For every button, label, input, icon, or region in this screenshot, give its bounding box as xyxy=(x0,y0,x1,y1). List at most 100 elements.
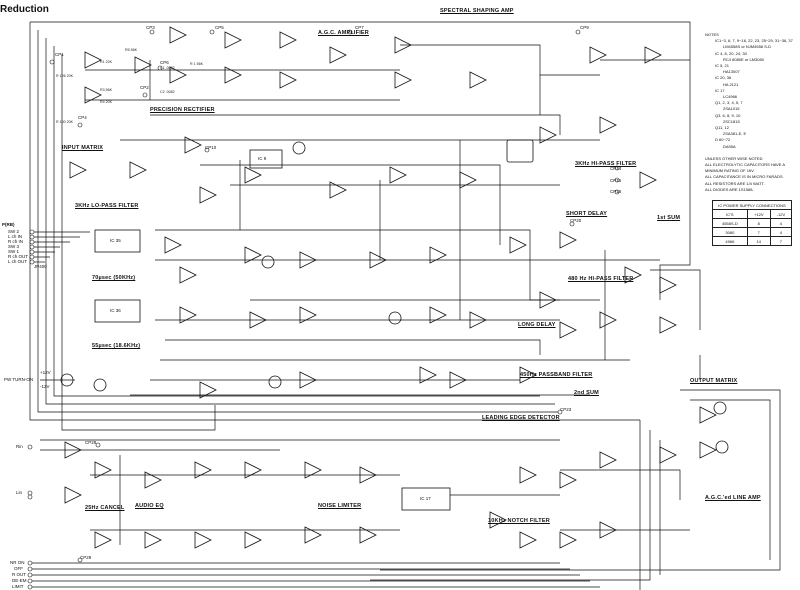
note-line: IC 20, 36 xyxy=(715,75,732,81)
op-amp-symbol xyxy=(64,441,82,459)
op-amp-symbol xyxy=(519,366,537,384)
pin-minus12v: -12V xyxy=(40,384,50,389)
pin-plus12v: +12V xyxy=(40,370,51,375)
op-amp-symbol xyxy=(299,371,317,389)
power-table-cell: 14 xyxy=(746,236,771,246)
note-line: 2SA1015 xyxy=(723,106,740,112)
label-lo-pass-3khz: 3KHz LO-PASS FILTER xyxy=(75,203,139,209)
op-amp-symbol xyxy=(84,51,102,69)
op-amp-symbol xyxy=(329,46,347,64)
pin-sw2: SW 2 xyxy=(8,229,20,234)
op-amp-symbol xyxy=(184,136,202,154)
transistor-symbol xyxy=(715,440,729,454)
unless-line: ALL ELECTROLYTIC CAPACITORS HAVE A MINIM… xyxy=(705,162,785,174)
tp-cp10: CP10 xyxy=(205,145,217,150)
terminal-symbol xyxy=(27,572,33,578)
note-line: IC 17 xyxy=(715,87,725,93)
op-amp-symbol xyxy=(644,46,662,64)
pin-lch-out: L ch OUT xyxy=(8,259,28,264)
component-c2: C2 .0082 xyxy=(160,90,175,94)
terminal-symbol xyxy=(614,189,620,195)
power-table-cell: 8 xyxy=(746,218,771,228)
terminal-symbol xyxy=(29,249,35,255)
op-amp-symbol xyxy=(134,56,152,74)
ic17-box xyxy=(401,487,451,511)
terminal-symbol xyxy=(27,584,33,590)
op-amp-symbol xyxy=(369,251,387,269)
pin-lin: Lin xyxy=(16,490,23,495)
op-amp-symbol xyxy=(539,126,557,144)
op-amp-symbol xyxy=(359,466,377,484)
ic35-box xyxy=(94,229,141,253)
tp-cp7: CP7 xyxy=(355,25,364,30)
op-amp-symbol xyxy=(244,461,262,479)
note-line: Q11, 12 xyxy=(715,125,729,131)
op-amp-symbol xyxy=(244,531,262,549)
ic17-label: IC 17 xyxy=(420,496,431,501)
tp-cp14: CP14 xyxy=(610,166,622,171)
op-amp-symbol xyxy=(599,311,617,329)
op-amp-symbol xyxy=(199,186,217,204)
terminal-symbol xyxy=(49,59,55,65)
op-amp-symbol xyxy=(449,371,467,389)
page-title: Reduction xyxy=(0,4,49,15)
note-line: D 60~72 xyxy=(715,137,731,143)
terminal-symbol xyxy=(29,234,35,240)
terminal-symbol xyxy=(27,566,33,572)
pin-limit: LIMIT xyxy=(12,584,24,589)
op-amp-symbol xyxy=(599,451,617,469)
op-amp-symbol xyxy=(94,461,112,479)
pin-rch-out: R ch OUT xyxy=(8,254,29,259)
tp-cp15: CP15 xyxy=(610,178,622,183)
op-amp-symbol xyxy=(304,461,322,479)
power-table-cell: 4 xyxy=(769,218,793,228)
terminal-symbol xyxy=(27,578,33,584)
op-amp-symbol xyxy=(394,71,412,89)
label-spectral-shaping-amp: SPECTRAL SHAPING AMP xyxy=(440,8,514,14)
terminal-symbol xyxy=(209,29,215,35)
terminal-symbol xyxy=(557,409,563,415)
ic36-label: IC 36 xyxy=(110,308,121,313)
op-amp-symbol xyxy=(539,291,557,309)
terminal-symbol xyxy=(614,165,620,171)
op-amp-symbol xyxy=(199,381,217,399)
label-long-delay: LONG DELAY xyxy=(518,322,556,328)
label-short-delay: SHORT DELAY xyxy=(566,211,608,217)
op-amp-symbol xyxy=(469,71,487,89)
op-amp-symbol xyxy=(169,66,187,84)
op-amp-symbol xyxy=(429,306,447,324)
label-audio-eq: AUDIO EQ xyxy=(135,503,164,509)
note-line: LM4558S or NJM4558 S-D xyxy=(723,44,772,50)
transistor-symbol xyxy=(713,401,727,415)
terminal-symbol xyxy=(27,494,33,500)
op-amp-symbol xyxy=(164,236,182,254)
op-amp-symbol xyxy=(299,306,317,324)
op-amp-symbol xyxy=(599,116,617,134)
component-r4: R4 20K xyxy=(100,100,112,104)
terminal-symbol xyxy=(29,254,35,260)
terminal-symbol xyxy=(27,560,33,566)
pin-pw-turn-on: PW TURN-ON xyxy=(4,377,34,382)
power-table-header: +12V xyxy=(746,209,771,219)
op-amp-symbol xyxy=(699,441,717,459)
op-amp-symbol xyxy=(599,521,617,539)
op-amp-symbol xyxy=(624,266,642,284)
op-amp-symbol xyxy=(509,236,527,254)
connector-header: P(RB) xyxy=(2,222,15,227)
op-amp-symbol xyxy=(659,446,677,464)
terminal-symbol xyxy=(149,29,155,35)
component-c1: C1 .0082 xyxy=(160,66,175,70)
pin-sw1: SW 1 xyxy=(8,249,20,254)
component-r3: R3 56K xyxy=(100,88,112,92)
op-amp-symbol xyxy=(419,366,437,384)
op-amp-symbol xyxy=(394,36,412,54)
label-hi-pass-480: 480 Hz HI-PASS FILTER xyxy=(568,276,634,282)
op-amp-symbol xyxy=(144,531,162,549)
op-amp-symbol xyxy=(459,171,477,189)
tp-cp6: CP6 xyxy=(160,60,169,65)
terminal-symbol xyxy=(29,239,35,245)
terminal-symbol xyxy=(29,244,35,250)
tp-cp3: CP3 xyxy=(146,25,155,30)
ic36-box xyxy=(94,299,141,323)
op-amp-symbol xyxy=(559,471,577,489)
